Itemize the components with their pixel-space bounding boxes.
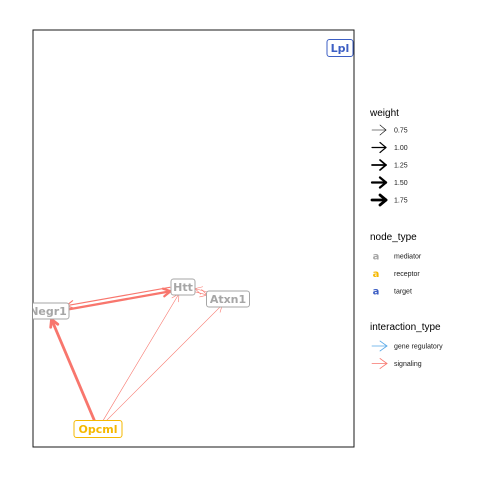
node-label-box (206, 290, 250, 308)
legend-weight-label: 1.00 (394, 145, 408, 152)
legend-weight-title: weight (369, 108, 399, 119)
node-label-box (33, 302, 70, 320)
node-type-key-glyph: a (373, 287, 380, 298)
legend-node-type-label: receptor (394, 271, 420, 278)
legend-weight-key: 1.75 (370, 193, 408, 207)
legend-weight-label: 0.75 (394, 128, 408, 135)
edge-line (50, 317, 96, 422)
legend-node-type-key: a mediator (373, 252, 422, 263)
weight-key-arrowhead (378, 193, 388, 207)
legend-interaction-type: interaction_type gene regulatory signalin… (370, 322, 443, 369)
legend-interaction-type-keys: gene regulatory signaling (371, 340, 443, 369)
node-label-box (73, 420, 123, 438)
node-label: Htt (173, 281, 193, 294)
node-htt: Htt (170, 278, 196, 296)
legend-node-type-keys: a mediator a receptor a target (373, 252, 422, 298)
legend-node-type-label: mediator (394, 254, 422, 261)
edge-line (104, 304, 223, 423)
node-label: Lpl (331, 42, 350, 55)
legend-interaction-type-label: signaling (394, 361, 422, 368)
node-label: Negr1 (29, 305, 67, 318)
node-label-box (326, 39, 354, 57)
legend-weight-key: 1.50 (370, 176, 408, 189)
legend-weight-key: 0.75 (371, 124, 408, 136)
edge-line (102, 293, 180, 421)
node-type-key-glyph: a (373, 269, 380, 280)
legend-weight-label: 1.75 (394, 198, 408, 205)
weight-key-arrowhead (378, 176, 388, 189)
legend-weight-key: 1.25 (371, 159, 408, 171)
legend-node-type-key: a receptor (373, 269, 421, 280)
legend-weight-key: 1.00 (371, 141, 408, 154)
node-negr1: Negr1 (29, 302, 70, 320)
legend: weight 0.75 1.00 1.25 1.50 1.75 node_type a m… (369, 108, 443, 369)
node-opcml: Opcml (73, 420, 123, 438)
legend-node-type: node_type a mediator a receptor a target (370, 232, 422, 298)
edge-line (193, 291, 208, 296)
legend-interaction-type-label: gene regulatory (394, 344, 443, 351)
node-lpl: Lpl (326, 39, 354, 57)
legend-weight-keys: 0.75 1.00 1.25 1.50 1.75 (370, 124, 408, 207)
legend-weight-label: 1.50 (394, 180, 408, 187)
interaction-key-arrowhead (379, 358, 388, 369)
legend-node-type-key: a target (373, 287, 412, 298)
edge-line (194, 288, 209, 293)
node-label: Opcml (79, 423, 118, 436)
interaction-key-arrowhead (379, 340, 388, 352)
edge-line (65, 290, 172, 311)
weight-key-arrowhead (379, 141, 387, 154)
node-label-box (170, 278, 196, 296)
legend-node-type-label: target (394, 289, 412, 296)
legend-node-type-title: node_type (370, 232, 417, 243)
legend-weight-label: 1.25 (394, 163, 408, 170)
legend-interaction-type-key: signaling (371, 358, 422, 369)
weight-key-arrowhead (379, 159, 387, 171)
panel-border (32, 29, 355, 448)
legend-interaction-type-title: interaction_type (370, 322, 441, 333)
node-atxn1: Atxn1 (206, 290, 250, 308)
node-type-key-glyph: a (373, 252, 380, 263)
legend-interaction-type-key: gene regulatory (371, 340, 443, 352)
edge-line (65, 286, 171, 307)
legend-weight: weight 0.75 1.00 1.25 1.50 1.75 (369, 108, 408, 207)
weight-key-arrowhead (379, 124, 387, 136)
node-label: Atxn1 (210, 293, 246, 306)
